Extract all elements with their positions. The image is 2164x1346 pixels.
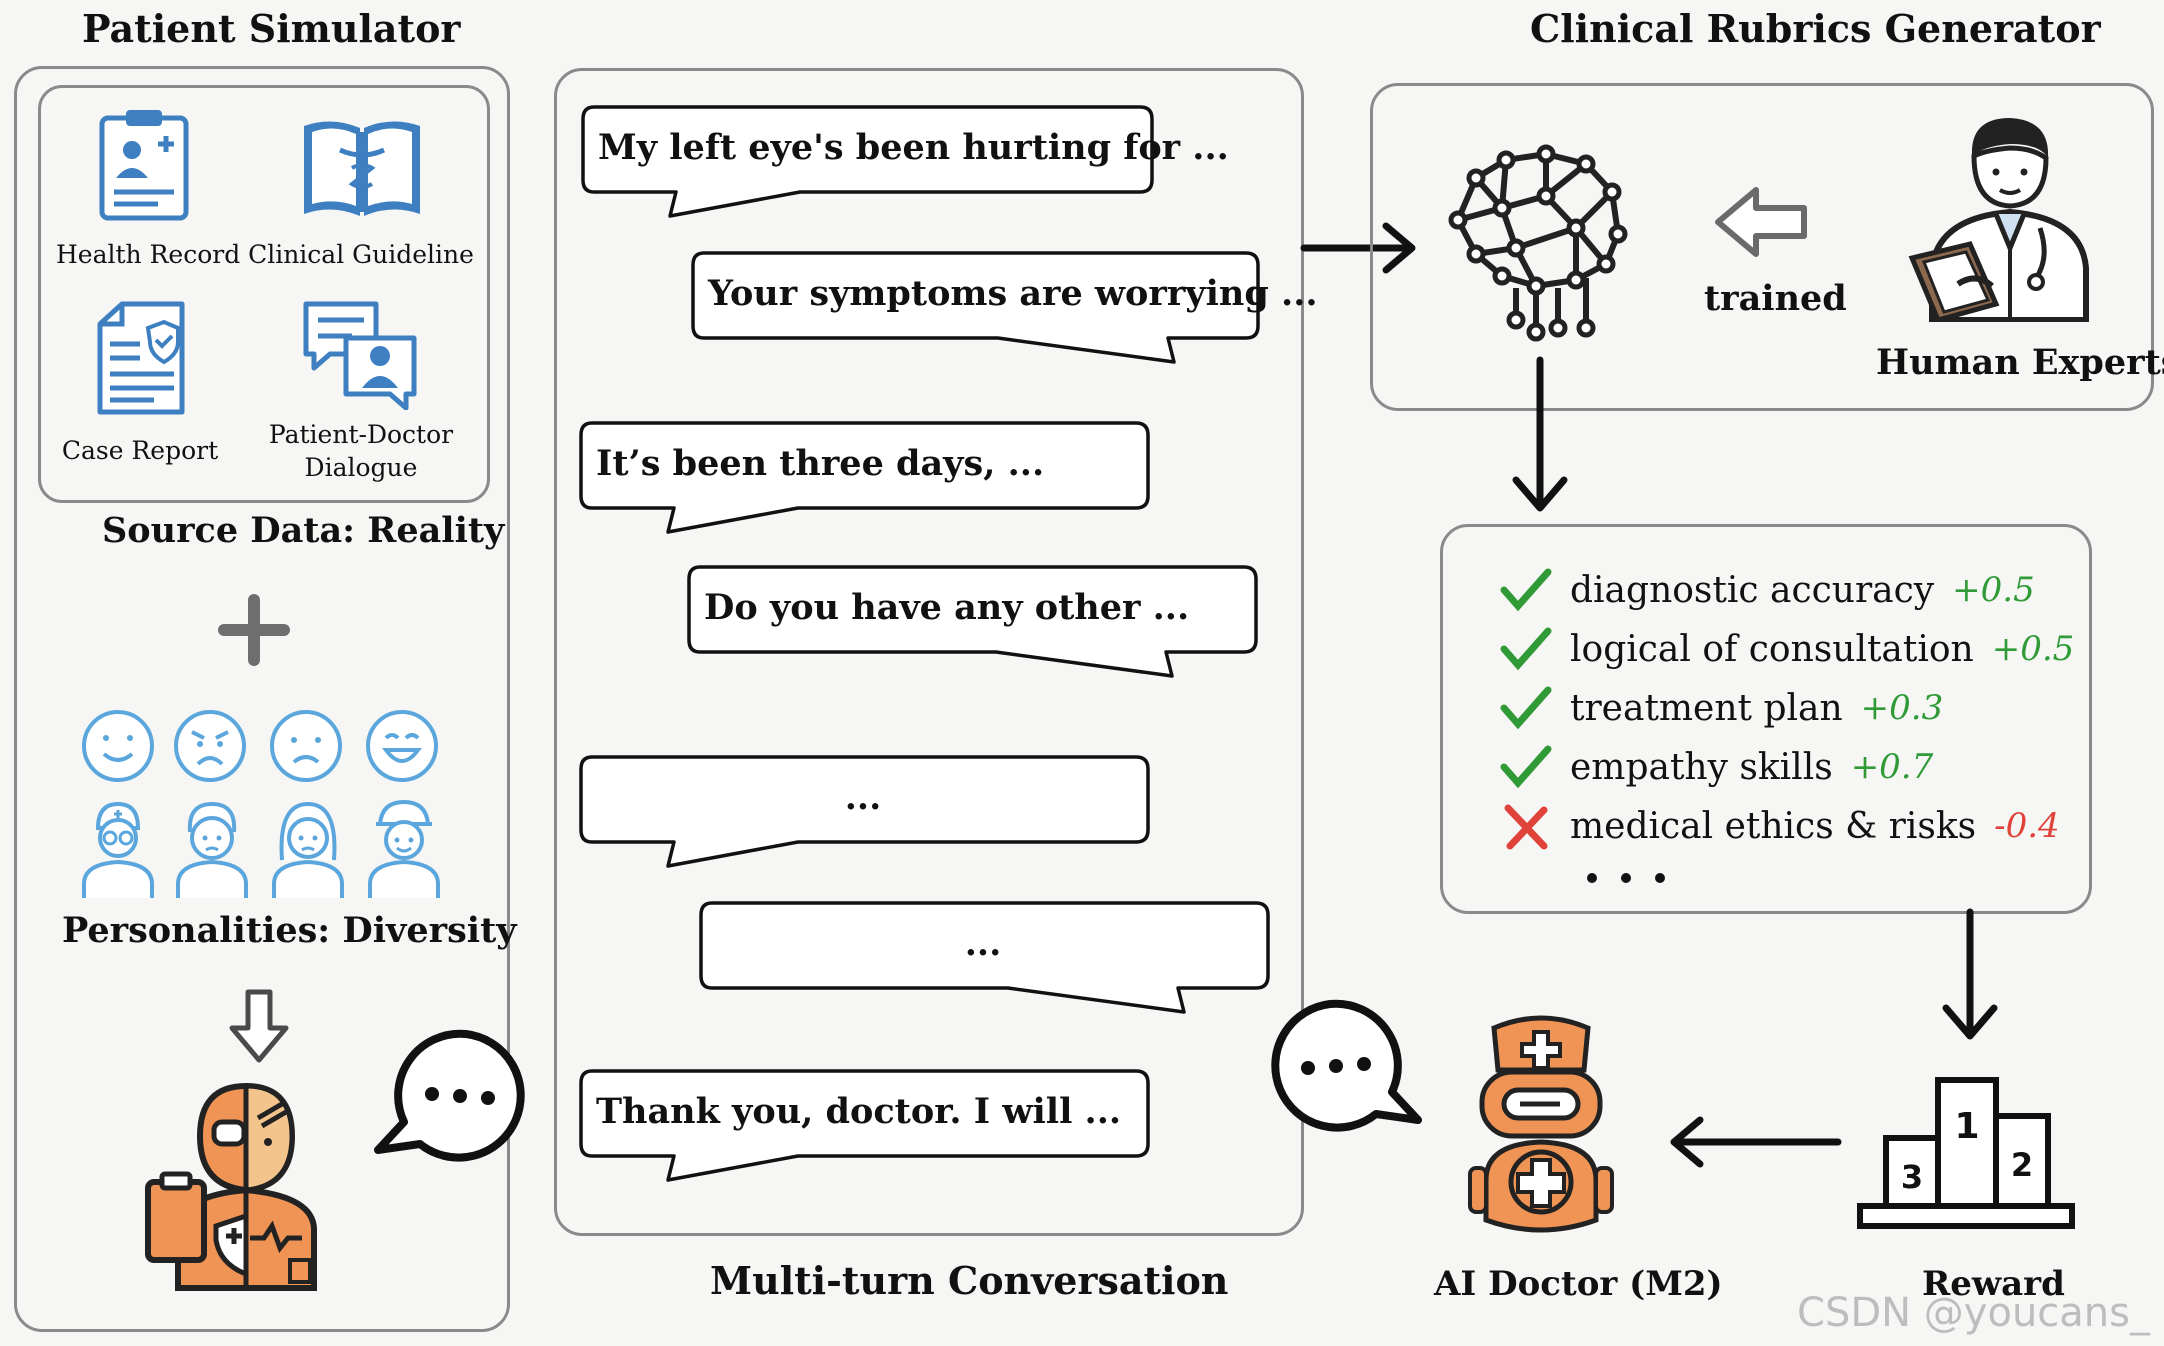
podium-icon: 1 2 3 — [1857, 1077, 2075, 1229]
watermark: CSDN @youcans_ — [1797, 1290, 2150, 1336]
patient-simulator-title: Patient Simulator — [82, 6, 461, 51]
check-icon — [1500, 745, 1552, 789]
patient-simulator-panel — [14, 66, 510, 1332]
source-label-patient-doctor-dialogue: Patient-Doctor Dialogue — [268, 420, 454, 482]
arrow-to-ai-doctor — [1670, 1116, 1842, 1168]
rubric-label: empathy skills — [1570, 746, 1833, 788]
ai-doctor-label: AI Doctor (M2) — [1434, 1264, 1723, 1304]
conversation-title: Multi-turn Conversation — [710, 1258, 1229, 1303]
check-icon — [1500, 686, 1552, 730]
rubrics-generator-panel — [1370, 83, 2154, 411]
human-experts-label: Human Experts — [1876, 342, 2164, 383]
rubric-item: medical ethics & risks -0.4 — [1500, 796, 2060, 856]
source-label-case-report: Case Report — [61, 436, 219, 465]
ai-chat-bubble-icon — [1271, 999, 1422, 1132]
rubric-item: empathy skills +0.7 — [1500, 737, 1933, 797]
rubric-score: -0.4 — [1994, 806, 2060, 846]
rubric-label: diagnostic accuracy — [1570, 569, 1935, 611]
message-bubble: Your symptoms are worrying ... — [690, 250, 1318, 370]
message-bubble: Thank you, doctor. I will ... — [578, 1068, 1154, 1188]
doctor-avatar-icon — [82, 801, 154, 898]
rubrics-panel — [1440, 524, 2092, 914]
health-record-icon — [99, 110, 189, 221]
clinical-guideline-icon — [304, 121, 420, 216]
ai-doctor-robot-icon — [1468, 1015, 1614, 1233]
message-text: My left eye's been hurting for ... — [598, 127, 1229, 168]
svg-text:2: 2 — [2011, 1146, 2033, 1184]
rubric-item: diagnostic accuracy +0.5 — [1500, 560, 2035, 620]
message-bubble: My left eye's been hurting for ... — [580, 104, 1229, 224]
rubric-score: +0.5 — [1991, 629, 2075, 669]
source-data-panel — [38, 85, 490, 503]
message-text: Thank you, doctor. I will ... — [596, 1091, 1122, 1132]
message-bubble: ... — [578, 754, 1154, 874]
down-arrow-icon — [229, 989, 289, 1063]
more-dots-icon — [1587, 873, 1665, 883]
rubric-item: treatment plan +0.3 — [1500, 678, 1943, 738]
svg-text:1: 1 — [1954, 1106, 1979, 1147]
message-text: Do you have any other ... — [704, 587, 1190, 628]
rubric-score: +0.5 — [1952, 570, 2035, 610]
message-text: ... — [844, 777, 882, 818]
plus-icon — [218, 594, 290, 666]
rubric-score: +0.7 — [1850, 747, 1934, 787]
personalities-caption: Personalities: Diversity — [62, 910, 517, 951]
arrow-to-reward — [1942, 908, 1998, 1040]
message-text: ... — [964, 923, 1002, 964]
conversation-panel — [554, 68, 1304, 1236]
rubric-score: +0.3 — [1860, 688, 1944, 728]
rubric-label: medical ethics & risks — [1570, 805, 1977, 847]
check-icon — [1500, 627, 1552, 671]
case-report-icon — [97, 301, 185, 415]
laughing-face-icon — [366, 710, 438, 782]
chat-bubble-icon — [374, 1029, 525, 1162]
source-label-health-record: Health Record — [56, 240, 241, 269]
human-expert-doctor-icon — [1908, 118, 2089, 322]
rubric-label: treatment plan — [1570, 687, 1843, 729]
worker-avatar-icon — [368, 799, 440, 898]
rubrics-generator-title: Clinical Rubrics Generator — [1530, 6, 2101, 51]
cross-icon — [1504, 804, 1548, 850]
brain-network-icon — [1448, 144, 1628, 342]
message-text: Your symptoms are worrying ... — [708, 273, 1318, 314]
patient-simulator-figure-icon — [145, 1082, 317, 1291]
sad-face-icon — [270, 710, 342, 782]
check-icon — [1500, 568, 1552, 612]
young-man-avatar-icon — [176, 801, 248, 898]
arrow-to-rubrics — [1512, 356, 1568, 512]
trained-label: trained — [1704, 278, 1847, 319]
patient-doctor-dialogue-icon — [303, 301, 417, 410]
message-text: It’s been three days, ... — [596, 443, 1045, 484]
message-bubble: Do you have any other ... — [686, 564, 1262, 684]
rubric-item: logical of consultation +0.5 — [1500, 619, 2074, 679]
arrow-to-generator — [1300, 222, 1416, 274]
angry-face-icon — [174, 710, 246, 782]
message-bubble: ... — [698, 900, 1274, 1020]
reward-label: Reward — [1922, 1264, 2065, 1304]
rubric-label: logical of consultation — [1570, 628, 1974, 670]
source-label-clinical-guideline: Clinical Guideline — [248, 240, 474, 269]
source-data-caption: Source Data: Reality — [102, 510, 505, 551]
smiling-face-icon — [82, 710, 154, 782]
left-arrow-icon — [1715, 187, 1807, 257]
message-bubble: It’s been three days, ... — [578, 420, 1154, 540]
svg-text:3: 3 — [1901, 1158, 1923, 1196]
woman-avatar-icon — [272, 801, 344, 898]
